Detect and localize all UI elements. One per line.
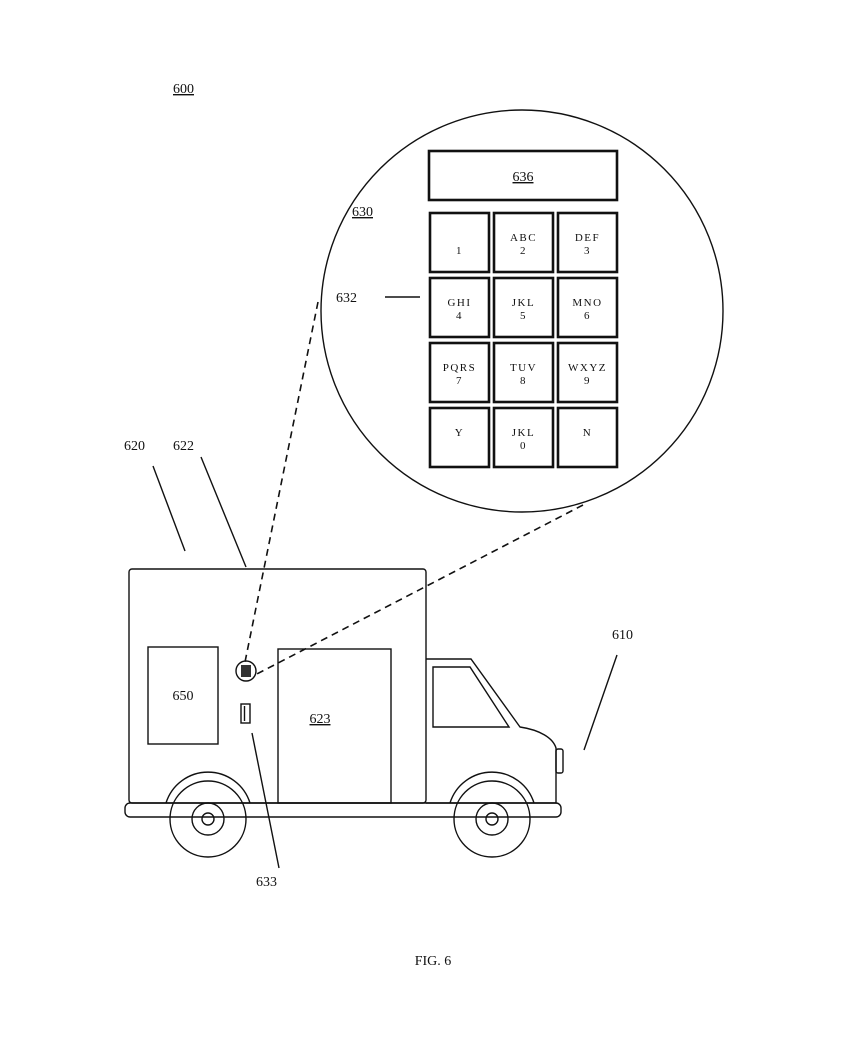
key-letters: MNO: [572, 297, 602, 309]
leader-610: [583, 654, 618, 751]
truck-frame: [124, 802, 562, 818]
key-outline: [428, 341, 491, 404]
key-outline: [428, 211, 491, 274]
key-letters: DEF: [575, 232, 600, 244]
key-letters: TUV: [510, 362, 537, 374]
key-outline: [556, 211, 619, 274]
key-outline: [428, 406, 491, 469]
front-wheel-arch: [449, 771, 535, 804]
magnify-circle: [320, 109, 724, 513]
key-digit: 3: [584, 245, 591, 257]
label-623: 623: [310, 712, 331, 727]
label-620: 620: [124, 439, 145, 454]
key-digit: 5: [520, 310, 527, 322]
projection-line-left: [244, 301, 319, 663]
card-slot-icon: [240, 703, 251, 724]
rear-wheel-arch: [165, 771, 251, 804]
leader-622: [200, 456, 247, 568]
label-630: 630: [352, 205, 373, 220]
key-outline: [556, 341, 619, 404]
label-622: 622: [173, 439, 194, 454]
label-650: 650: [173, 689, 194, 704]
projection-line-right: [252, 504, 584, 677]
keypad-key: N: [556, 406, 619, 469]
key-outline: [492, 276, 555, 339]
key-digit: 8: [520, 375, 527, 387]
key-digit: 2: [520, 245, 527, 257]
key-digit: 7: [456, 375, 463, 387]
key-letters: PQRS: [443, 362, 477, 374]
rear-wheel: [169, 780, 247, 858]
keypad-device-icon: [235, 660, 257, 682]
truck-cab: [426, 658, 557, 804]
key-outline: [428, 276, 491, 339]
key-digit: 9: [584, 375, 591, 387]
key-letters: GHI: [447, 297, 471, 309]
keypad-display: [427, 149, 619, 202]
key-letters: ABC: [510, 232, 537, 244]
key-letters: JKL: [512, 297, 535, 309]
truck: 650 623 633: [124, 568, 564, 890]
key-outline: [556, 276, 619, 339]
label-633: 633: [256, 875, 277, 890]
key-digit: 1: [456, 245, 463, 257]
leader-620: [152, 465, 186, 552]
panel-650: [147, 646, 219, 745]
key-outline: [492, 406, 555, 469]
key-outline: [492, 211, 555, 274]
keypad-key: Y: [428, 406, 491, 469]
leader-633: [251, 732, 280, 869]
label-632: 632: [336, 291, 357, 306]
keypad-grid-icon: [241, 665, 251, 677]
headlight: [555, 748, 564, 774]
label-610: 610: [612, 628, 633, 643]
key-letters: Y: [455, 427, 464, 439]
label-636: 636: [513, 170, 534, 185]
key-outline: [492, 341, 555, 404]
figure-caption: FIG. 6: [415, 954, 452, 969]
key-outline: [556, 406, 619, 469]
key-letters: N: [583, 427, 592, 439]
cab-window: [432, 666, 511, 728]
key-digit: 0: [520, 440, 527, 452]
key-letters: WXYZ: [568, 362, 607, 374]
keypad-key: 1: [428, 211, 491, 274]
front-wheel: [453, 780, 531, 858]
key-letters: JKL: [512, 427, 535, 439]
door-623: [277, 648, 392, 804]
label-600: 600: [173, 82, 194, 97]
key-digit: 4: [456, 310, 463, 322]
key-digit: 6: [584, 310, 591, 322]
